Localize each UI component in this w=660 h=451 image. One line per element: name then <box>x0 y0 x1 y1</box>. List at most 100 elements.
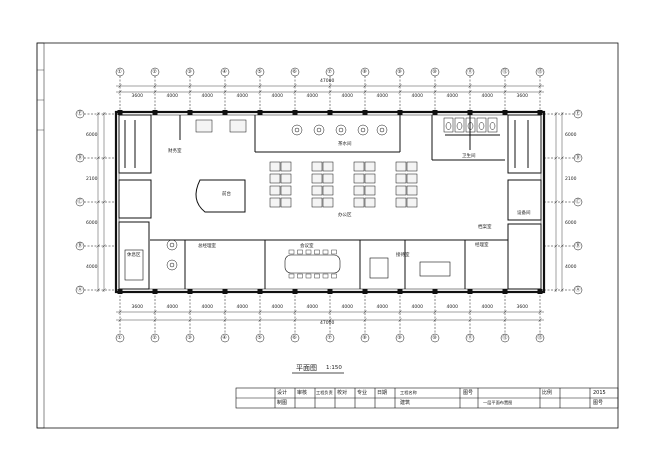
column <box>432 110 438 115</box>
column <box>537 110 543 115</box>
chair <box>314 249 320 255</box>
desk <box>406 161 418 172</box>
axis-label-top: ⑩ <box>432 68 437 75</box>
axis-bubble-bottom <box>115 333 125 343</box>
axis-label-bottom: ⑤ <box>257 334 262 341</box>
bay-dimension-bottom: 4000 <box>201 305 213 310</box>
side-dimension-left: 4000 <box>86 265 98 270</box>
dim-tick <box>258 310 262 314</box>
bay-dimension-top: 4000 <box>411 94 423 99</box>
dim-tick <box>258 84 262 88</box>
round-table <box>291 124 303 136</box>
bay-dimension-top: 3600 <box>516 94 528 99</box>
axis-label-top: ⑫ <box>502 68 508 75</box>
room-label-equipment: 设备间 <box>517 211 531 216</box>
axis-label-top: ⑧ <box>362 68 367 75</box>
dim-tick <box>363 84 367 88</box>
column <box>432 289 438 294</box>
column <box>152 110 158 115</box>
toilet-bowl <box>445 122 452 130</box>
desk <box>322 197 334 208</box>
dim-tick <box>102 244 106 248</box>
round-table <box>313 124 325 136</box>
axis-label-top: ⑨ <box>397 68 402 75</box>
round-table <box>376 124 388 136</box>
desk <box>395 173 407 184</box>
round-table-center <box>316 127 322 133</box>
axis-label-top: ⑪ <box>467 68 473 75</box>
chairs <box>288 249 337 279</box>
round-table-center <box>169 262 175 268</box>
dim-tick <box>433 310 437 314</box>
room-label-office2: 经理室 <box>475 243 489 248</box>
column <box>292 289 298 294</box>
drawing-title: 平面图 <box>296 364 317 372</box>
dim-tick <box>363 310 367 314</box>
toilet-bowl <box>467 122 474 130</box>
chair <box>331 273 337 279</box>
side-dimension-right: 6000 <box>565 221 577 226</box>
bay-dimension-top: 3600 <box>131 94 143 99</box>
tb-specialty: 专业 <box>357 390 368 396</box>
side-dimension-right: 6000 <box>565 133 577 138</box>
desk <box>269 185 281 196</box>
desk <box>406 197 418 208</box>
desk <box>311 185 323 196</box>
axis-bubble-bottom <box>465 333 475 343</box>
dim-tick <box>538 310 542 314</box>
total-dimension-top: 47000 <box>320 79 335 84</box>
column <box>362 110 368 115</box>
axis-label-top: ⑬ <box>537 68 543 75</box>
column <box>117 289 123 294</box>
desk <box>364 197 376 208</box>
column <box>502 110 508 115</box>
axis-label-left: Ⓐ <box>77 286 83 293</box>
desk <box>406 173 418 184</box>
axis-label-bottom: ⑫ <box>502 334 508 341</box>
desk <box>395 161 407 172</box>
column <box>397 289 403 294</box>
room-label-office: 办公区 <box>338 213 352 218</box>
round-table-center <box>360 127 366 133</box>
drawing-scale: 1:150 <box>326 365 342 371</box>
dim-tick <box>468 310 472 314</box>
chair <box>297 273 303 279</box>
chair <box>305 249 312 255</box>
bay-dimension-bottom: 4000 <box>271 305 283 310</box>
bay-dimension-top: 4000 <box>446 94 458 99</box>
bay-dimension-bottom: 4000 <box>166 305 178 310</box>
dim-tick <box>223 84 227 88</box>
axis-bubble-bottom <box>220 333 230 343</box>
round-table <box>166 239 178 251</box>
toilet-stall <box>487 117 498 133</box>
round-table-center <box>338 127 344 133</box>
sofa-groups <box>124 249 451 281</box>
desk <box>269 197 281 208</box>
desk <box>322 161 334 172</box>
column <box>327 110 333 115</box>
axis-bubble-bottom <box>500 333 510 343</box>
axis-bubble-bottom <box>325 333 335 343</box>
meeting-table <box>284 254 341 274</box>
tb-project: 工程名称 <box>400 390 417 395</box>
chair <box>297 249 303 255</box>
desk <box>406 185 418 196</box>
tb-year: 2015 <box>593 390 606 396</box>
dim-tick <box>328 84 332 88</box>
axis-label-left: Ⓒ <box>77 198 83 205</box>
axis-label-bottom: ⑧ <box>362 334 367 341</box>
room-label-reception2: 接待室 <box>396 253 410 258</box>
column <box>257 110 263 115</box>
axis-bubble-bottom <box>185 333 195 343</box>
axis-label-bottom: ⑥ <box>292 334 297 341</box>
column <box>257 289 263 294</box>
desk <box>364 161 376 172</box>
bay-dimension-bottom: 4000 <box>376 305 388 310</box>
toilet-bowl <box>478 122 485 130</box>
round-table <box>166 259 178 271</box>
axis-label-right: Ⓓ <box>575 154 581 161</box>
bay-dimension-top: 4000 <box>201 94 213 99</box>
side-dimension-right: 4000 <box>565 265 577 270</box>
side-dimension-left: 6000 <box>86 133 98 138</box>
toilet-cubicles <box>443 117 498 133</box>
